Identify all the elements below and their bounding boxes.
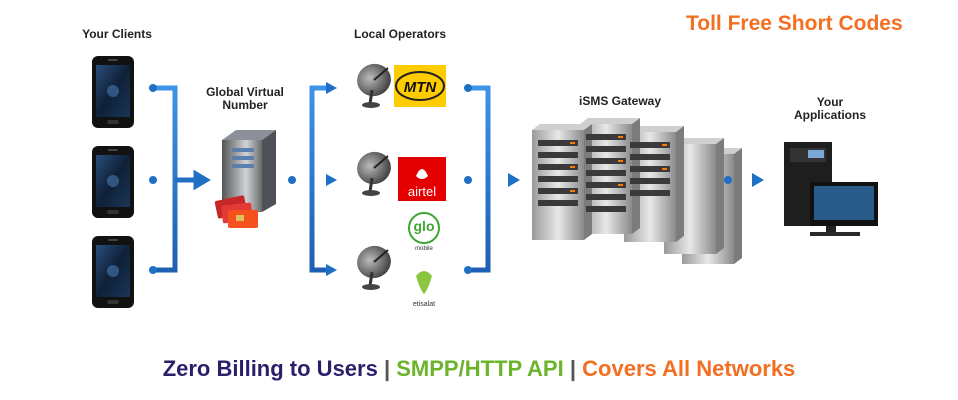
svg-text:etisalat: etisalat <box>413 301 435 308</box>
gateway-label: iSMS Gateway <box>578 94 662 108</box>
satellite-dish-2 <box>351 145 397 198</box>
gvn-split-arrows <box>292 85 326 273</box>
gvn-label: Global Virtual Number <box>206 85 284 112</box>
tagline-separator-1: | <box>383 356 391 381</box>
client-phone-3 <box>92 236 134 308</box>
glo-logo: glo mobile <box>408 212 440 252</box>
tagline-networks: Covers All Networks <box>582 356 796 381</box>
svg-text:glo: glo <box>414 218 435 234</box>
client-dots <box>149 84 157 274</box>
tagline-api: SMPP/HTTP API <box>396 356 564 381</box>
gateway-racks <box>532 118 742 264</box>
satellite-dish-1 <box>351 57 397 110</box>
tagline-zero-billing: Zero Billing to Users <box>162 356 378 381</box>
clients-label: Your Clients <box>82 27 152 41</box>
client-phone-1 <box>92 56 134 128</box>
operator-dots <box>464 84 472 274</box>
sim-cards-icon <box>214 195 258 228</box>
svg-text:MTN: MTN <box>404 79 438 96</box>
operator-merge-arrows <box>468 85 508 273</box>
desktop-computer-icon <box>784 142 878 236</box>
satellite-dish-3 <box>351 239 397 292</box>
to-gvn-arrow <box>175 169 211 191</box>
svg-text:mobile: mobile <box>415 246 433 252</box>
operators-label: Local Operators <box>353 27 447 41</box>
to-gateway-arrowhead <box>508 173 520 187</box>
airtel-logo: airtel <box>398 157 446 201</box>
tagline-separator-2: | <box>569 356 577 381</box>
etisalat-logo: etisalat <box>413 271 435 308</box>
mtn-logo: MTN <box>394 65 446 107</box>
client-phone-2 <box>92 146 134 218</box>
operator-arrowheads <box>326 82 337 276</box>
svg-text:airtel: airtel <box>408 184 436 199</box>
to-apps-arrow <box>724 173 764 187</box>
apps-label: Your Applications <box>793 95 866 122</box>
page-title: Toll Free Short Codes <box>686 12 903 35</box>
tagline: Zero Billing to Users | SMPP/HTTP API | … <box>0 356 958 382</box>
